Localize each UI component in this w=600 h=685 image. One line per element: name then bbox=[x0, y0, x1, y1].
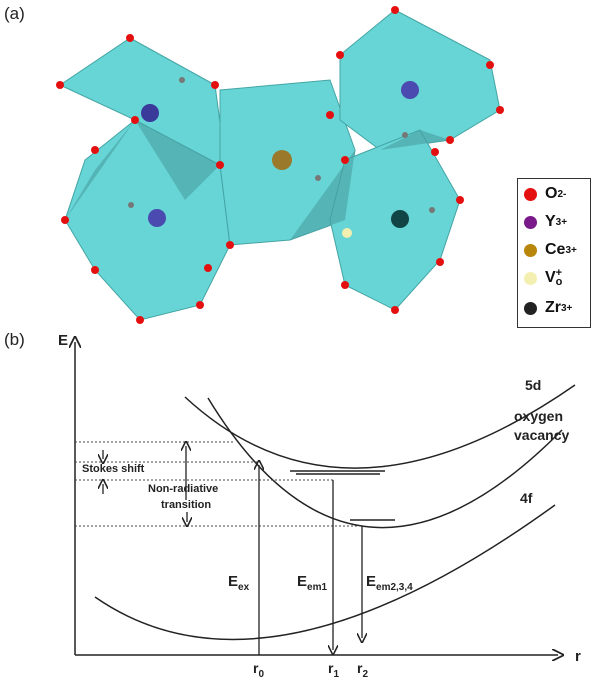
y-axis-label: E bbox=[58, 332, 69, 349]
panel-b-label: (b) bbox=[4, 330, 25, 349]
label-e-em1: Eem1 bbox=[297, 573, 328, 593]
ball-icon bbox=[524, 301, 537, 315]
ball-icon bbox=[524, 187, 537, 201]
label-e-ex: Eex bbox=[228, 573, 250, 593]
ball-icon bbox=[524, 271, 537, 285]
label-4f: 4f bbox=[520, 490, 533, 506]
curve-oxygen-vacancy bbox=[207, 397, 563, 529]
label-oxygen: oxygen bbox=[514, 408, 564, 424]
label-e-em234: Eem2,3,4 bbox=[366, 573, 413, 593]
label-stokes-shift: Stokes shift bbox=[82, 463, 145, 475]
panel-a-label: (a) bbox=[4, 4, 25, 23]
oxygen-atoms bbox=[56, 6, 504, 324]
label-transition: transition bbox=[161, 499, 212, 511]
label-5d: 5d bbox=[525, 377, 542, 393]
octahedron bbox=[339, 9, 501, 151]
curve-4f bbox=[94, 504, 556, 641]
ball-icon bbox=[524, 243, 537, 257]
dotted-levels bbox=[75, 441, 360, 527]
ball-icon bbox=[524, 215, 537, 229]
legend-item-vacancy: V+o bbox=[524, 268, 562, 288]
x-axis-label: r bbox=[575, 648, 581, 665]
label-r1: r1 bbox=[328, 660, 340, 680]
label-r0: r0 bbox=[253, 660, 265, 680]
label-vacancy: vacancy bbox=[514, 427, 570, 443]
label-non-radiative: Non-radiative bbox=[148, 483, 219, 495]
label-r2: r2 bbox=[357, 660, 369, 680]
